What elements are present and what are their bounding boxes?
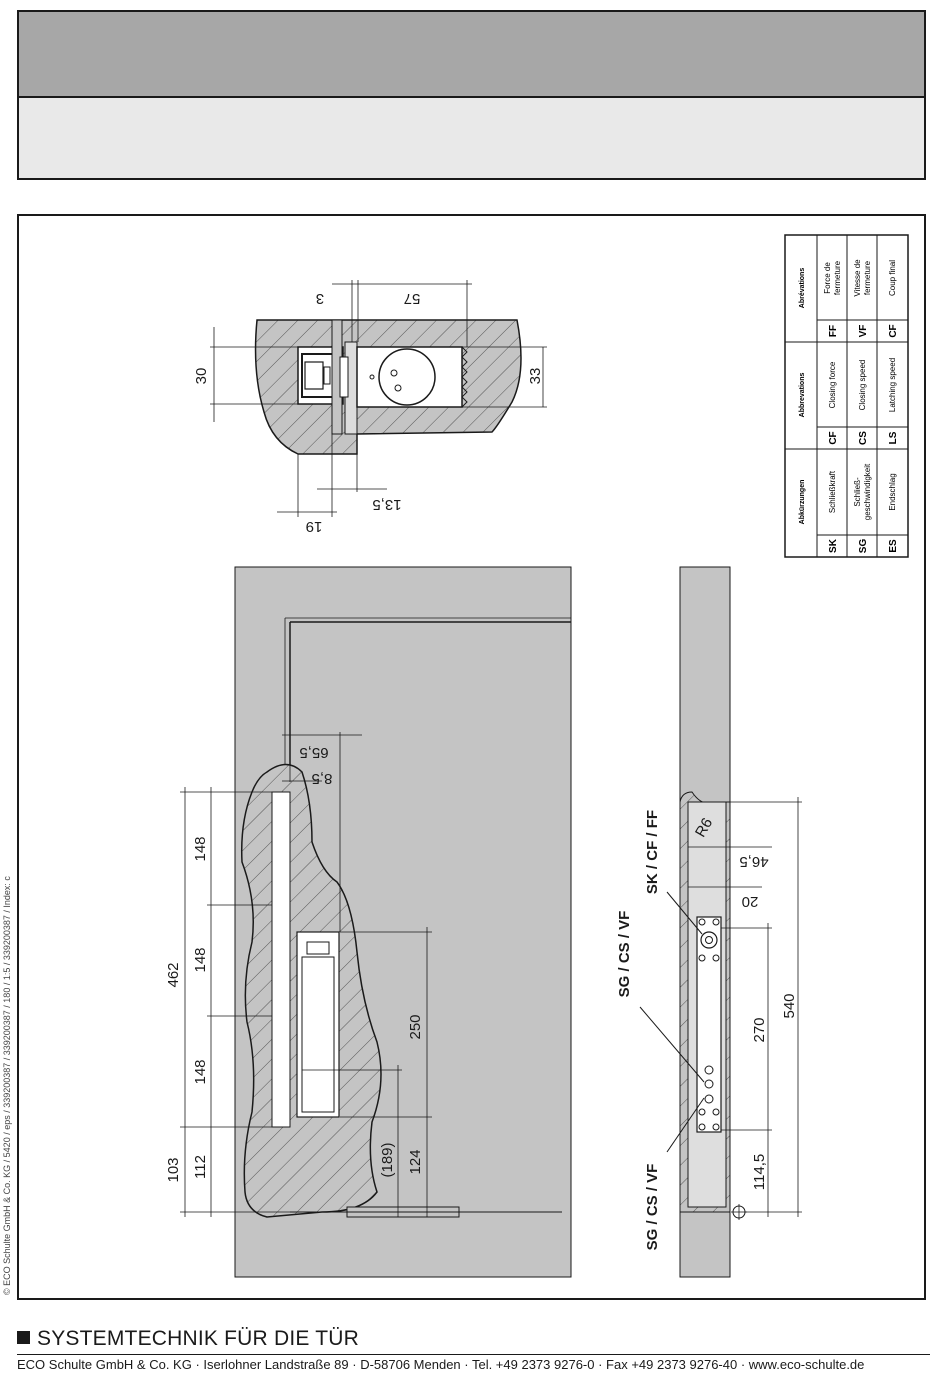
- footer-divider: [17, 1354, 930, 1355]
- label-sk-cf-ff: SK / CF / FF: [644, 810, 661, 894]
- abbr-code: CS: [858, 431, 869, 445]
- dim-19: 19: [306, 518, 323, 535]
- abbr-header-de: Abkürzungen: [799, 480, 806, 525]
- dim-540: 540: [781, 993, 798, 1018]
- square-bullet-icon: [17, 1331, 30, 1344]
- footer-title-text: SYSTEMTECHNIK FÜR DIE TÜR: [37, 1327, 359, 1350]
- abbr-desc: Closing force: [828, 361, 837, 408]
- dim-57: 57: [404, 290, 421, 307]
- title-block-bottom: [19, 98, 924, 178]
- abbr-desc: Coup final: [888, 260, 897, 296]
- dim-148: 148: [192, 947, 209, 972]
- abbr-desc: Force de: [823, 262, 832, 294]
- abbr-code: CF: [888, 324, 899, 337]
- abbr-desc: fermeture: [863, 260, 872, 295]
- dim-65-5: 65,5: [299, 744, 328, 761]
- dim-3: 3: [316, 290, 324, 307]
- abbr-code: SK: [828, 538, 839, 553]
- abbr-header-fr: Abrévations: [799, 268, 806, 309]
- dim-103: 103: [165, 1157, 182, 1182]
- dim-13-5: 13,5: [372, 496, 401, 513]
- footer-title: SYSTEMTECHNIK FÜR DIE TÜR: [17, 1327, 359, 1351]
- abbr-desc: geschwindigkeit: [863, 463, 872, 520]
- dim-30: 30: [193, 368, 210, 385]
- dim-20: 20: [742, 893, 759, 910]
- dim-250: 250: [407, 1014, 424, 1039]
- abbr-code: VF: [858, 325, 869, 338]
- dim-148: 148: [192, 836, 209, 861]
- abbreviations-table: Abkürzungen Abbrevations Abrévations SK …: [784, 234, 909, 558]
- label-sg-cs-vf: SG / CS / VF: [644, 1164, 661, 1251]
- side-view: R6 46,5 20 540 270 114,5 SK / CF / FF SG…: [616, 566, 802, 1278]
- abbr-code: SG: [858, 539, 869, 554]
- label-sg-cs-vf: SG / CS / VF: [616, 911, 633, 998]
- abbr-code: CF: [828, 431, 839, 444]
- abbr-desc: Vitesse de: [853, 259, 862, 297]
- abbr-desc: Closing speed: [858, 360, 867, 411]
- abbr-desc: Latching speed: [888, 358, 897, 412]
- dim-462: 462: [165, 962, 182, 987]
- side-caption: © ECO Schulte GmbH & Co. KG / 5420 / eps…: [2, 876, 12, 1295]
- section-view: 3 57 30 33 13,5 19: [193, 280, 547, 535]
- dim-270: 270: [751, 1017, 768, 1042]
- dim-8-5: 8,5: [312, 770, 333, 787]
- abbr-code: LS: [888, 431, 899, 444]
- abbr-desc: Schließ-: [853, 477, 862, 507]
- dim-33: 33: [527, 368, 544, 385]
- footer-company: ECO Schulte GmbH & Co. KG · Iserlohner L…: [17, 1357, 865, 1372]
- dim-124: 124: [407, 1149, 424, 1174]
- abbr-code: FF: [828, 325, 839, 337]
- title-block-top: [19, 12, 924, 98]
- title-block: [17, 10, 926, 180]
- abbr-desc: Endschlag: [888, 473, 897, 510]
- dim-46-5: 46,5: [739, 853, 768, 870]
- technical-drawing: Abkürzungen Abbrevations Abrévations SK …: [165, 234, 909, 1278]
- elevation-view: 65,5 8,5 462 148 148 148 103 112 250 (18…: [165, 566, 572, 1278]
- drawing-frame: Abkürzungen Abbrevations Abrévations SK …: [17, 214, 926, 1300]
- dim-112: 112: [192, 1155, 209, 1179]
- dim-148: 148: [192, 1059, 209, 1084]
- abbr-desc: Schließkraft: [828, 470, 837, 513]
- dim-114-5: 114,5: [751, 1154, 768, 1190]
- dim-189: (189): [379, 1142, 396, 1177]
- abbr-code: ES: [888, 539, 899, 553]
- abbr-header-en: Abbrevations: [799, 373, 806, 418]
- abbr-desc: fermeture: [833, 260, 842, 295]
